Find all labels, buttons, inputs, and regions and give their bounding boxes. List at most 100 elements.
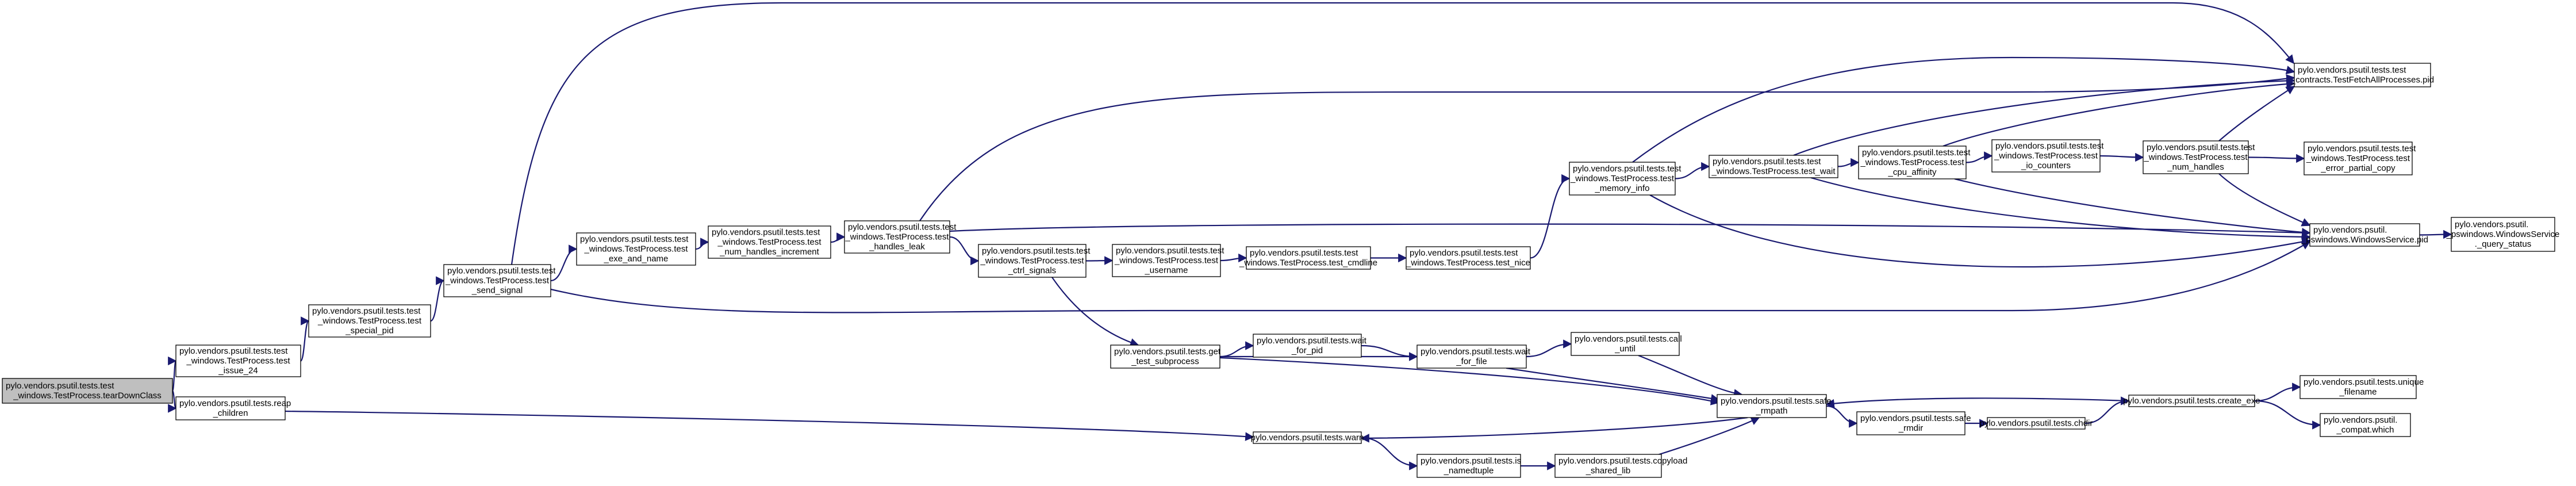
node-send_signal[interactable]: pylo.vendors.psutil.tests.test_windows.T… [443,264,556,297]
node-label-line: _num_handles [2167,162,2224,172]
node-query_status[interactable]: pylo.vendors.psutil._pswindows.WindowsSe… [2446,217,2560,252]
node-label-line: _children [213,408,248,418]
node-label-line: pylo.vendors.psutil.tests.copyload [1558,456,1687,466]
node-box [443,264,551,297]
node-label-line: pylo.vendors.psutil.tests.test [982,246,1091,256]
node-box [2451,217,2555,252]
node-label-line: pylo.vendors.psutil.tests.wait [1421,347,1531,357]
node-winsvc_pid[interactable]: pylo.vendors.psutil._pswindows.WindowsSe… [2301,223,2428,247]
node-wait_for_pid[interactable]: pylo.vendors.psutil.tests.wait_for_pid [1253,334,1367,358]
node-label-line: pylo.vendors.psutil.tests.test [848,223,957,232]
node-label-line: pylo.vendors.psutil.tests.test [1116,246,1224,256]
node-reap[interactable]: pylo.vendors.psutil.tests.reap_children [175,396,291,420]
node-wait[interactable]: pylo.vendors.psutil.tests.test_windows.T… [1709,155,1838,178]
node-box [1569,162,1676,196]
node-box [1406,246,1531,270]
node-issue24[interactable]: pylo.vendors.psutil.tests.test_windows.T… [175,345,301,377]
node-num_handles_inc[interactable]: pylo.vendors.psutil.tests.test_windows.T… [708,225,831,259]
node-exe_and_name[interactable]: pylo.vendors.psutil.tests.test_windows.T… [576,232,696,266]
edge-copyload-to-safe_rmpath [1655,416,1760,457]
node-label-line: _special_pid [345,326,393,336]
node-box [1110,345,1220,369]
node-layer: pylo.vendors.psutil.tests.test_windows.T… [2,63,2560,478]
node-label-line: pylo.vendors.psutil.tests.create_exe [2123,396,2260,406]
node-label-line: _windows.TestProcess.tearDownClass [13,391,162,401]
node-chdir[interactable]: pylo.vendors.psutil.tests.chdir [1980,417,2093,430]
node-label-line: ._query_status [2475,239,2531,249]
node-label-line: _windows.TestProcess.test [1994,151,2098,161]
edge-safe_rmpath-to-warn [1360,416,1748,443]
node-call_until[interactable]: pylo.vendors.psutil.tests.call_until [1571,332,1682,356]
edge-send_signal-to-exe_and_name [550,244,578,282]
node-label-line: pylo.vendors.psutil.tests.test [2147,143,2255,152]
node-warn[interactable]: pylo.vendors.psutil.tests.warn [1251,431,1364,444]
node-label-line: _windows.TestProcess.test [317,316,422,326]
node-label-line: pylo.vendors.psutil.tests.reap [179,399,291,408]
edge-chdir-to-create_exe [2084,396,2130,424]
node-safe_rmpath[interactable]: pylo.vendors.psutil.tests.safe_rmpath [1717,394,1832,418]
node-box [308,304,431,338]
node-wait_for_file[interactable]: pylo.vendors.psutil.tests.wait_for_file [1416,345,1531,369]
edge-layer [168,2,2452,470]
node-num_handles[interactable]: pylo.vendors.psutil.tests.test_windows.T… [2143,140,2255,174]
node-handles_leak[interactable]: pylo.vendors.psutil.tests.test_windows.T… [844,220,957,254]
node-unique_filename[interactable]: pylo.vendors.psutil.tests.unique_filenam… [2299,375,2424,399]
node-label-line: _windows.TestProcess.test [1114,256,1219,266]
node-box [1991,139,2101,173]
node-compat_which[interactable]: pylo.vendors.psutil._compat.which [2320,413,2411,437]
node-box [1416,454,1521,478]
edge-get_test_sub-to-safe_rmpath [1219,357,1720,405]
node-label-line: pylo.vendors.psutil.tests.test [712,228,820,238]
node-copyload[interactable]: pylo.vendors.psutil.tests.copyload_share… [1554,454,1687,478]
edge-reap-to-warn [285,410,1254,441]
node-box [2,378,173,404]
node-box [175,345,301,377]
node-special_pid[interactable]: pylo.vendors.psutil.tests.test_windows.T… [308,304,431,338]
edge-create_exe-to-unique_filename [2254,382,2301,402]
node-label-line: _windows.TestProcess.test [844,232,949,242]
node-label-line: pylo.vendors.psutil.tests.test [2308,144,2416,154]
node-fetch_all[interactable]: pylo.vendors.psutil.tests.test_contracts… [2290,63,2434,87]
node-label-line: pylo.vendors.psutil.tests.test [179,346,288,356]
node-nice[interactable]: pylo.vendors.psutil.tests.test_windows.T… [1406,246,1531,270]
node-username[interactable]: pylo.vendors.psutil.tests.test_windows.T… [1112,244,1224,277]
node-io_counters[interactable]: pylo.vendors.psutil.tests.test_windows.T… [1991,139,2104,173]
node-label-line: pylo.vendors.psutil.tests.test [1410,248,1518,258]
edge-num_handles-to-err_partial [2248,154,2305,163]
node-create_exe[interactable]: pylo.vendors.psutil.tests.create_exe [2123,395,2260,407]
node-box [1253,334,1362,358]
node-box [576,232,696,266]
node-err_partial[interactable]: pylo.vendors.psutil.tests.test_windows.T… [2304,141,2416,175]
edge-num_handles-to-winsvc_pid [2218,173,2311,227]
edge-root-to-reap [168,390,177,413]
node-box [1554,454,1662,478]
node-label-line: pylo.vendors.psutil.tests.test [312,307,421,316]
node-box [2320,413,2411,437]
node-label-line: _memory_info [1594,183,1649,193]
node-cmdline[interactable]: pylo.vendors.psutil.tests.test_windows.T… [1239,246,1377,270]
node-label-line: pylo.vendors.psutil. [2313,225,2387,235]
edge-send_signal-to-fetch_all [510,2,2294,265]
node-memory_info[interactable]: pylo.vendors.psutil.tests.test_windows.T… [1569,162,1681,196]
node-box [844,220,950,254]
node-label-line: pylo.vendors.psutil.tests.get [1114,347,1221,357]
node-is_namedtuple[interactable]: pylo.vendors.psutil.tests.is_namedtuple [1416,454,1521,478]
node-ctrl_signals[interactable]: pylo.vendors.psutil.tests.test_windows.T… [978,244,1091,278]
edge-create_exe-to-compat_which [2254,400,2321,430]
node-label-line: _windows.TestProcess.test [583,244,688,254]
node-label-line: pylo.vendors.psutil.tests.safe [1860,414,1971,423]
node-label-line: _username [1144,266,1188,275]
node-label-line: _cpu_affinity [1888,167,1937,177]
node-cpu_affinity[interactable]: pylo.vendors.psutil.tests.test_windows.T… [1858,146,1971,179]
node-root[interactable]: pylo.vendors.psutil.tests.test_windows.T… [2,378,173,404]
node-box [1717,394,1827,418]
node-label-line: _for_pid [1291,346,1323,355]
node-label-line: _pswindows.WindowsService [2446,229,2560,239]
node-safe_rmdir[interactable]: pylo.vendors.psutil.tests.safe_rmdir [1856,411,1971,435]
node-label-line: pylo.vendors.psutil.tests.test [1862,148,1971,158]
node-label-line: _windows.TestProcess.test [2306,154,2410,163]
node-label-line: pylo.vendors.psutil.tests.is [1421,456,1521,466]
node-label-line: _handles_leak [869,242,925,252]
node-get_test_sub[interactable]: pylo.vendors.psutil.tests.get_test_subpr… [1110,345,1221,369]
edge-wait_for_file-to-call_until [1526,339,1572,358]
